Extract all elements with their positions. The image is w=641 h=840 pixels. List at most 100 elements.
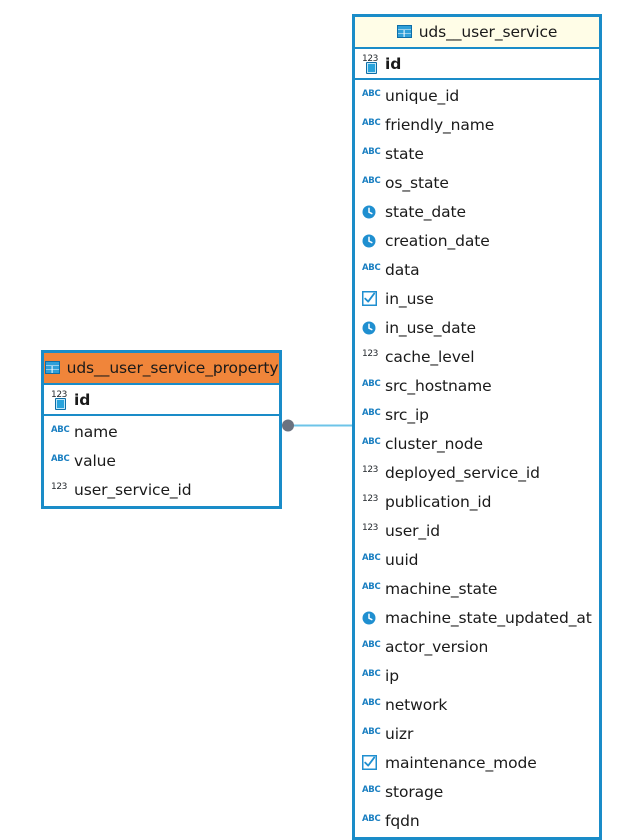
boolean-icon xyxy=(362,290,379,307)
column-row-uuid[interactable]: uuid xyxy=(355,545,599,574)
column-row-machine-state[interactable]: machine_state xyxy=(355,574,599,603)
column-row-actor-version[interactable]: actor_version xyxy=(355,632,599,661)
column-row-cluster-node[interactable]: cluster_node xyxy=(355,429,599,458)
string-icon xyxy=(362,551,380,568)
entity-header-uds-user-service-property[interactable]: uds__user_service_property xyxy=(44,353,279,385)
column-label: user_service_id xyxy=(74,480,192,499)
primary-key-number-icon xyxy=(51,391,68,410)
entity-title: uds__user_service_property xyxy=(66,359,279,377)
column-row-deployed-service-id[interactable]: deployed_service_id xyxy=(355,458,599,487)
column-row-src-hostname[interactable]: src_hostname xyxy=(355,371,599,400)
datetime-icon xyxy=(362,232,379,249)
string-icon xyxy=(51,423,69,440)
numeric-icon xyxy=(362,348,379,365)
string-icon xyxy=(362,667,380,684)
datetime-icon xyxy=(362,609,379,626)
column-list: unique_id friendly_namestate os_statestate… xyxy=(355,80,599,837)
column-label: src_hostname xyxy=(385,376,492,395)
column-label: src_ip xyxy=(385,405,429,424)
column-label: machine_state_updated_at xyxy=(385,608,592,627)
column-row-cache-level[interactable]: cache_level xyxy=(355,342,599,371)
primary-key-section: id xyxy=(355,49,599,80)
entity-uds-user-service[interactable]: uds__user_service id unique_id friendly_n… xyxy=(352,14,602,840)
column-label: maintenance_mode xyxy=(385,753,537,772)
table-icon xyxy=(396,24,413,40)
string-icon xyxy=(362,696,380,713)
column-row-in-use[interactable]: in_use xyxy=(355,284,599,313)
column-label: id xyxy=(385,54,402,73)
column-label: data xyxy=(385,260,420,279)
primary-key-section: id xyxy=(44,385,279,416)
string-icon xyxy=(362,261,380,278)
string-icon xyxy=(362,116,380,133)
column-row-unique-id[interactable]: unique_id xyxy=(355,81,599,110)
column-row-id[interactable]: id xyxy=(355,49,599,78)
column-label: os_state xyxy=(385,173,449,192)
numeric-icon xyxy=(51,481,68,498)
column-label: actor_version xyxy=(385,637,489,656)
entity-uds-user-service-property[interactable]: uds__user_service_property id name value… xyxy=(41,350,282,509)
column-row-ip[interactable]: ip xyxy=(355,661,599,690)
column-label: cache_level xyxy=(385,347,475,366)
column-label: id xyxy=(74,390,91,409)
column-row-name[interactable]: name xyxy=(44,417,279,446)
column-row-friendly-name[interactable]: friendly_name xyxy=(355,110,599,139)
string-icon xyxy=(362,87,380,104)
column-label: cluster_node xyxy=(385,434,483,453)
column-label: in_use_date xyxy=(385,318,476,337)
column-label: state_date xyxy=(385,202,466,221)
column-label: machine_state xyxy=(385,579,498,598)
numeric-icon xyxy=(362,493,379,510)
column-label: ip xyxy=(385,666,399,685)
datetime-icon xyxy=(362,203,379,220)
string-icon xyxy=(362,812,380,829)
column-row-data[interactable]: data xyxy=(355,255,599,284)
column-row-user-id[interactable]: user_id xyxy=(355,516,599,545)
string-icon xyxy=(362,377,380,394)
column-row-state[interactable]: state xyxy=(355,139,599,168)
datetime-icon xyxy=(362,319,379,336)
column-row-maintenance-mode[interactable]: maintenance_mode xyxy=(355,748,599,777)
column-row-machine-state-updated-at[interactable]: machine_state_updated_at xyxy=(355,603,599,632)
column-label: unique_id xyxy=(385,86,460,105)
column-label: name xyxy=(74,422,118,441)
column-label: publication_id xyxy=(385,492,492,511)
string-icon xyxy=(51,452,69,469)
column-label: deployed_service_id xyxy=(385,463,540,482)
column-label: uizr xyxy=(385,724,414,743)
column-label: uuid xyxy=(385,550,419,569)
column-label: state xyxy=(385,144,424,163)
column-list: name value user_service_id xyxy=(44,416,279,506)
column-row-os-state[interactable]: os_state xyxy=(355,168,599,197)
column-row-storage[interactable]: storage xyxy=(355,777,599,806)
column-label: value xyxy=(74,451,116,470)
column-row-in-use-date[interactable]: in_use_date xyxy=(355,313,599,342)
column-label: fqdn xyxy=(385,811,420,830)
column-row-fqdn[interactable]: fqdn xyxy=(355,806,599,835)
string-icon xyxy=(362,580,380,597)
primary-key-number-icon xyxy=(362,55,379,74)
column-row-state-date[interactable]: state_date xyxy=(355,197,599,226)
entity-header-uds-user-service[interactable]: uds__user_service xyxy=(355,17,599,49)
string-icon xyxy=(362,783,380,800)
column-label: network xyxy=(385,695,448,714)
string-icon xyxy=(362,638,380,655)
column-label: creation_date xyxy=(385,231,490,250)
column-row-uizr[interactable]: uizr xyxy=(355,719,599,748)
column-row-user-service-id[interactable]: user_service_id xyxy=(44,475,279,504)
string-icon xyxy=(362,145,380,162)
column-row-network[interactable]: network xyxy=(355,690,599,719)
column-row-creation-date[interactable]: creation_date xyxy=(355,226,599,255)
column-label: storage xyxy=(385,782,444,801)
numeric-icon xyxy=(362,522,379,539)
string-icon xyxy=(362,406,380,423)
column-row-value[interactable]: value xyxy=(44,446,279,475)
table-icon xyxy=(44,360,61,376)
column-row-src-ip[interactable]: src_ip xyxy=(355,400,599,429)
column-row-id[interactable]: id xyxy=(44,385,279,414)
column-row-publication-id[interactable]: publication_id xyxy=(355,487,599,516)
numeric-icon xyxy=(362,464,379,481)
boolean-icon xyxy=(362,754,379,771)
string-icon xyxy=(362,725,380,742)
